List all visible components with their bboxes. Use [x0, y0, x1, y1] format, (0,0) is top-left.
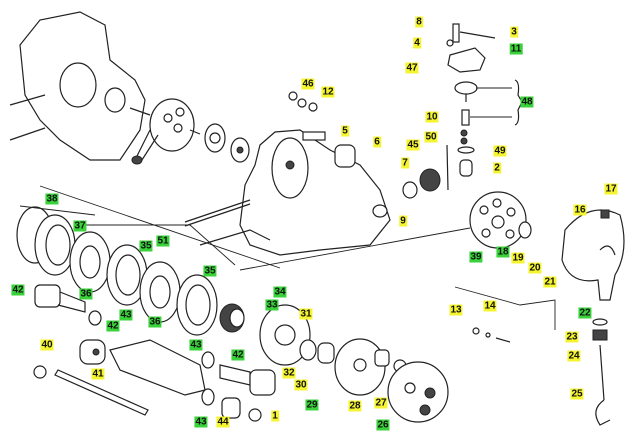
part-label-9: 9: [399, 215, 407, 227]
part-label-19: 19: [511, 252, 525, 264]
part-label-13: 13: [449, 304, 463, 316]
crankshaft: [129, 98, 250, 165]
part-label-48: 48: [520, 96, 534, 108]
part-label-31: 31: [299, 308, 313, 320]
part-label-32: 32: [282, 367, 296, 379]
carburetor-parts: [288, 23, 523, 218]
part-label-45: 45: [406, 139, 420, 151]
part-label-6: 6: [373, 136, 381, 148]
part-label-18: 18: [496, 246, 510, 258]
part-label-12: 12: [321, 86, 335, 98]
part-label-49: 49: [493, 145, 507, 157]
part-label-35: 35: [203, 265, 217, 277]
part-label-2: 2: [493, 162, 501, 174]
part-label-33: 33: [265, 299, 279, 311]
part-label-24: 24: [567, 350, 581, 362]
part-label-51: 51: [156, 235, 170, 247]
part-label-41: 41: [91, 368, 105, 380]
part-label-16: 16: [573, 204, 587, 216]
part-label-29: 29: [305, 399, 319, 411]
part-label-28: 28: [348, 400, 362, 412]
part-label-43: 43: [189, 339, 203, 351]
part-label-40: 40: [40, 339, 54, 351]
part-label-4: 4: [413, 37, 421, 49]
part-label-17: 17: [604, 183, 618, 195]
crankcase-left-half: [9, 11, 146, 161]
part-label-30: 30: [294, 379, 308, 391]
part-label-43: 43: [194, 416, 208, 428]
clutch-plates: [16, 206, 449, 423]
clutch-drum-and-cover: [469, 191, 625, 426]
part-label-34: 34: [273, 286, 287, 298]
part-label-20: 20: [528, 262, 542, 274]
part-label-50: 50: [424, 131, 438, 143]
part-label-42: 42: [231, 349, 245, 361]
part-label-23: 23: [565, 331, 579, 343]
part-label-1: 1: [271, 410, 279, 422]
part-label-38: 38: [45, 193, 59, 205]
part-label-44: 44: [216, 416, 230, 428]
part-label-5: 5: [341, 125, 349, 137]
part-label-8: 8: [415, 16, 423, 28]
part-label-25: 25: [570, 388, 584, 400]
part-label-3: 3: [510, 26, 518, 38]
part-label-7: 7: [401, 157, 409, 169]
part-label-26: 26: [376, 419, 390, 431]
crankcase-right-half: [184, 129, 391, 256]
part-label-10: 10: [425, 111, 439, 123]
part-label-42: 42: [11, 284, 25, 296]
part-label-35: 35: [139, 240, 153, 252]
part-label-37: 37: [73, 220, 87, 232]
part-label-27: 27: [374, 397, 388, 409]
part-label-43: 43: [119, 309, 133, 321]
part-label-11: 11: [509, 43, 523, 55]
part-label-21: 21: [543, 276, 557, 288]
part-label-14: 14: [483, 300, 497, 312]
part-label-46: 46: [301, 78, 315, 90]
part-label-47: 47: [405, 62, 419, 74]
part-label-22: 22: [578, 307, 592, 319]
part-label-36: 36: [148, 316, 162, 328]
shafts-and-bushings: [33, 284, 276, 422]
part-label-39: 39: [469, 251, 483, 263]
part-label-42: 42: [106, 320, 120, 332]
part-label-36: 36: [79, 288, 93, 300]
